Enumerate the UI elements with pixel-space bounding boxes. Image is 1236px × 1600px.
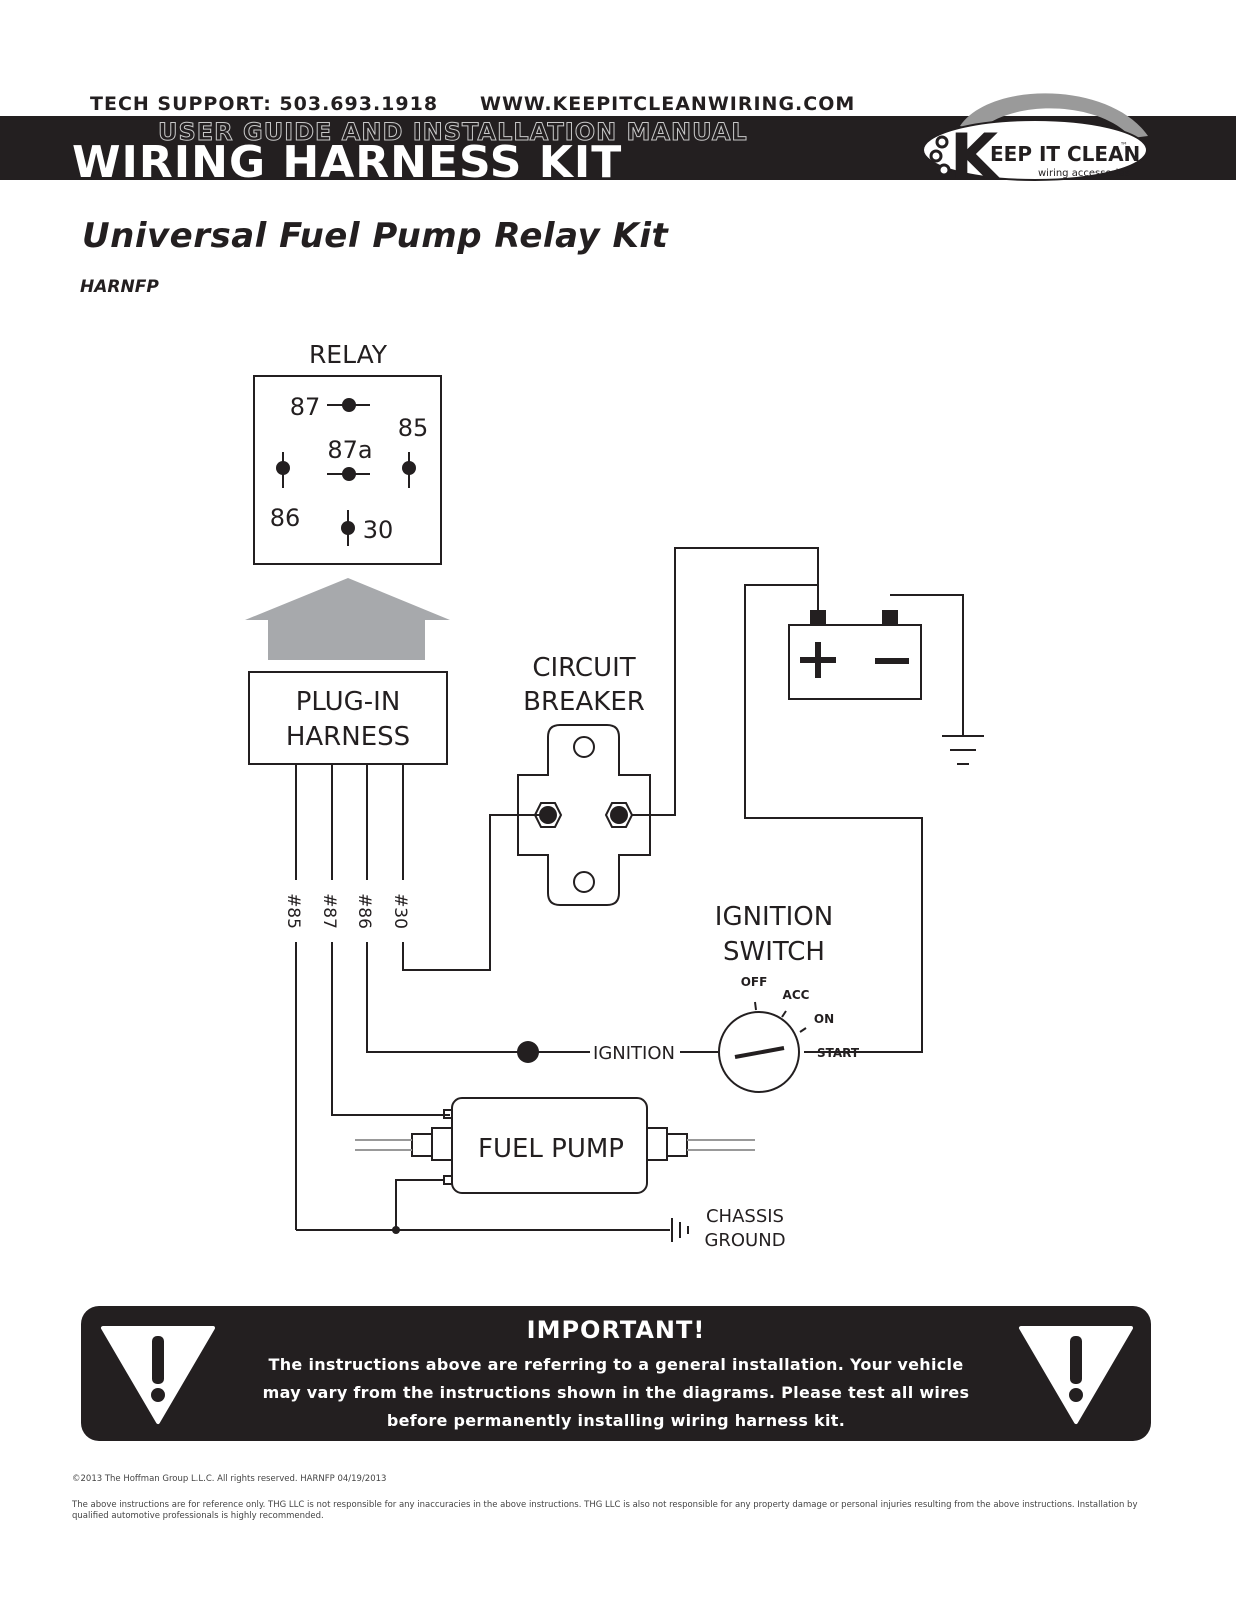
important-title: IMPORTANT!	[526, 1316, 706, 1344]
wire-breaker-battery	[632, 547, 819, 816]
ignition-splice-dot	[517, 1041, 539, 1063]
document-title: Universal Fuel Pump Relay Kit	[82, 216, 669, 256]
warning-icon-left	[101, 1326, 215, 1424]
breaker-hole-bottom	[573, 871, 595, 893]
logo-dot	[935, 135, 949, 149]
important-line: The instructions above are referring to …	[268, 1355, 964, 1374]
switch-pos-acc: ACC	[783, 988, 810, 1002]
pin-87-label: 87	[290, 393, 321, 421]
ignition-wire-label: IGNITION	[593, 1043, 675, 1064]
important-line: before permanently installing wiring har…	[386, 1411, 846, 1430]
switch-pos-start: START	[817, 1046, 860, 1060]
ground-junction-dot	[392, 1226, 400, 1234]
pump-terminal-neg	[443, 1175, 453, 1185]
switch-pos-on: ON	[814, 1012, 834, 1026]
wire-pump-ground	[395, 1179, 444, 1230]
plug-in-harness-box	[248, 671, 448, 765]
important-notice: IMPORTANT! The instructions above are re…	[81, 1306, 1151, 1441]
breaker-terminal-left	[533, 802, 563, 828]
hose-clamp-left	[411, 1133, 433, 1157]
wire-86-ignition	[366, 942, 520, 1053]
warning-icon-right	[1019, 1326, 1133, 1424]
relay-title: RELAY	[309, 340, 388, 369]
pin-85-dot	[402, 461, 416, 475]
breaker-hole-top	[573, 736, 595, 758]
harness-label-2: HARNESS	[286, 722, 410, 752]
wire-label-85: #85	[283, 893, 303, 929]
logo-dot	[929, 149, 943, 163]
hose-clamp-right	[666, 1133, 688, 1157]
pump-fitting-right	[646, 1127, 668, 1161]
battery-post-negative	[882, 610, 898, 625]
pin-85-label: 85	[398, 414, 429, 442]
part-number: HARNFP	[80, 277, 159, 297]
keep-it-clean-logo: K EEP IT CLEAN ™ wiring accessories	[922, 93, 1148, 186]
tech-support-phone: TECH SUPPORT: 503.693.1918	[90, 93, 439, 115]
chassis-ground-label-1: CHASSIS	[706, 1206, 784, 1227]
switch-tick-acc	[781, 1010, 787, 1018]
pin-87a-label: 87a	[327, 436, 372, 464]
wire-87-pump	[331, 942, 450, 1116]
logo-swoosh	[960, 93, 1148, 138]
breaker-label-1: CIRCUIT	[532, 653, 635, 683]
website-url[interactable]: WWW.KEEPITCLEANWIRING.COM	[480, 93, 856, 115]
relay-box	[253, 375, 442, 565]
breaker-nut-left	[539, 806, 557, 824]
logo-oval	[922, 119, 1148, 181]
kit-title: WIRING HARNESS KIT	[72, 137, 623, 188]
important-text: The instructions above are referring to …	[256, 1351, 976, 1435]
wire-label-87: #87	[319, 893, 339, 929]
breaker-nut-right	[610, 806, 628, 824]
wire-battery-ground	[890, 594, 964, 736]
ignition-switch-label-1: IGNITION	[715, 902, 833, 932]
ignition-switch-label-2: SWITCH	[723, 937, 825, 967]
pin-86-dot	[276, 461, 290, 475]
wire-label-86: #86	[354, 893, 374, 929]
copyright-notice: ©2013 The Hoffman Group L.L.C. All right…	[72, 1474, 387, 1484]
pin-30-label: 30	[363, 516, 394, 544]
logo-dot	[937, 163, 951, 177]
battery-minus	[875, 658, 909, 664]
logo-subtext: wiring accessories	[1038, 168, 1130, 179]
wire-30-breaker	[402, 814, 540, 971]
disclaimer: The above instructions are for reference…	[72, 1500, 1138, 1521]
breaker-label-2: BREAKER	[523, 687, 645, 717]
important-line: may vary from the instructions shown in …	[262, 1383, 970, 1402]
wire-battery-switch	[744, 584, 923, 1053]
battery-body	[788, 624, 922, 700]
switch-tick-on	[799, 1027, 807, 1033]
wiring-diagram: RELAY 87 87a 85 86 30 PLUG-IN HARNESS #8…	[245, 340, 984, 1251]
switch-tick-off	[754, 1001, 757, 1011]
switch-pos-off: OFF	[741, 975, 768, 989]
chassis-ground-label-2: GROUND	[704, 1230, 785, 1251]
manual-subtitle: USER GUIDE AND INSTALLATION MANUAL	[158, 118, 748, 147]
logo-k: K	[950, 120, 1000, 186]
pump-terminal-pos	[443, 1109, 453, 1119]
up-arrow	[245, 578, 450, 660]
battery-post-positive	[810, 610, 826, 625]
harness-label-1: PLUG-IN	[296, 687, 401, 717]
pin-30-dot	[341, 521, 355, 535]
ignition-switch-dial	[718, 1011, 800, 1093]
pin-87a-dot	[342, 467, 356, 481]
logo-text: EEP IT CLEAN	[990, 142, 1140, 166]
circuit-breaker-body	[517, 724, 651, 906]
pin-87-dot	[342, 398, 356, 412]
battery-plus-v	[815, 642, 821, 678]
logo-tm: ™	[1120, 141, 1128, 150]
fuel-pump-label: FUEL PUMP	[478, 1134, 624, 1164]
pump-fitting-left	[431, 1127, 453, 1161]
wire-label-30: #30	[390, 893, 410, 929]
pin-86-label: 86	[270, 504, 301, 532]
ignition-key-slot	[734, 1046, 785, 1059]
